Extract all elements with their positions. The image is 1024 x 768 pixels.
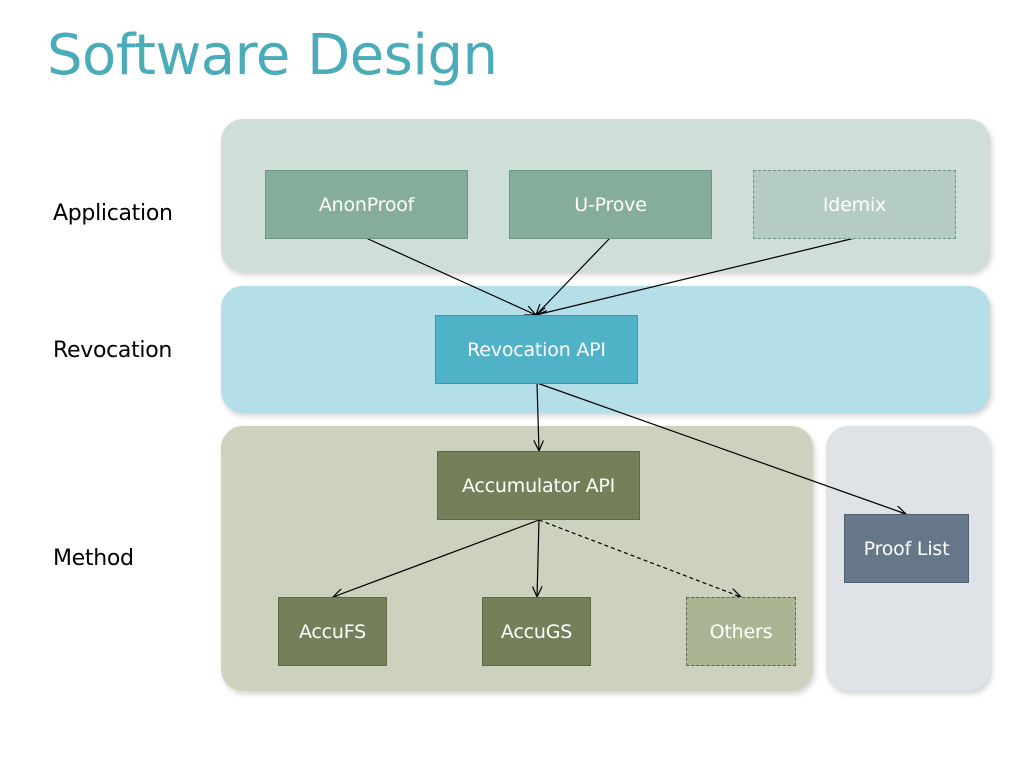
accugs-node: AccuGS <box>482 597 591 666</box>
revocation-api-node: Revocation API <box>435 315 638 384</box>
accumulator-api-node: Accumulator API <box>437 451 640 520</box>
layer-label-method: Method <box>53 546 134 571</box>
layer-label-revocation: Revocation <box>53 338 173 363</box>
others-node: Others <box>686 597 796 666</box>
layer-label-application: Application <box>53 201 173 226</box>
idemix-node: Idemix <box>753 170 956 239</box>
anonproof-node: AnonProof <box>265 170 468 239</box>
page-title: Software Design <box>47 23 498 88</box>
proof-list-node: Proof List <box>844 514 969 583</box>
uprove-node: U-Prove <box>509 170 712 239</box>
accufs-node: AccuFS <box>278 597 387 666</box>
